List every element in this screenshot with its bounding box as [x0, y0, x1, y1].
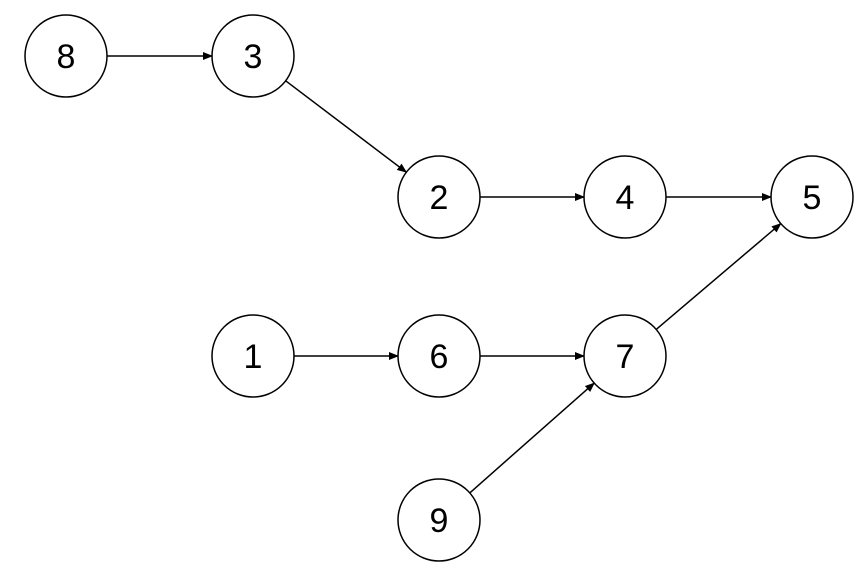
node-3-circle [211, 14, 295, 98]
node-4-circle [583, 155, 667, 239]
node-6-label: 6 [430, 338, 449, 376]
node-3: 3 [211, 14, 295, 98]
edge-7-to-5 [655, 222, 782, 330]
edge-9-to-7 [469, 382, 595, 494]
node-1: 1 [211, 314, 295, 398]
node-9: 9 [397, 478, 481, 562]
node-5: 5 [770, 155, 854, 239]
node-5-label: 5 [803, 179, 822, 217]
node-8-circle [24, 14, 108, 98]
node-8: 8 [24, 14, 108, 98]
node-4: 4 [583, 155, 667, 239]
nodes-layer: 8 3 2 4 5 1 6 7 9 [24, 14, 854, 562]
node-4-label: 4 [616, 179, 635, 217]
node-7-label: 7 [616, 338, 635, 376]
node-9-circle [397, 478, 481, 562]
node-7: 7 [583, 314, 667, 398]
edge-3-to-2 [285, 80, 408, 173]
node-9-label: 9 [430, 502, 449, 540]
node-1-label: 1 [244, 338, 263, 376]
node-6-circle [397, 314, 481, 398]
node-2: 2 [397, 155, 481, 239]
node-6: 6 [397, 314, 481, 398]
node-7-circle [583, 314, 667, 398]
edges-layer [107, 52, 782, 494]
node-5-circle [770, 155, 854, 239]
node-2-circle [397, 155, 481, 239]
node-2-label: 2 [430, 179, 449, 217]
node-1-circle [211, 314, 295, 398]
node-8-label: 8 [57, 38, 76, 76]
node-3-label: 3 [244, 38, 263, 76]
